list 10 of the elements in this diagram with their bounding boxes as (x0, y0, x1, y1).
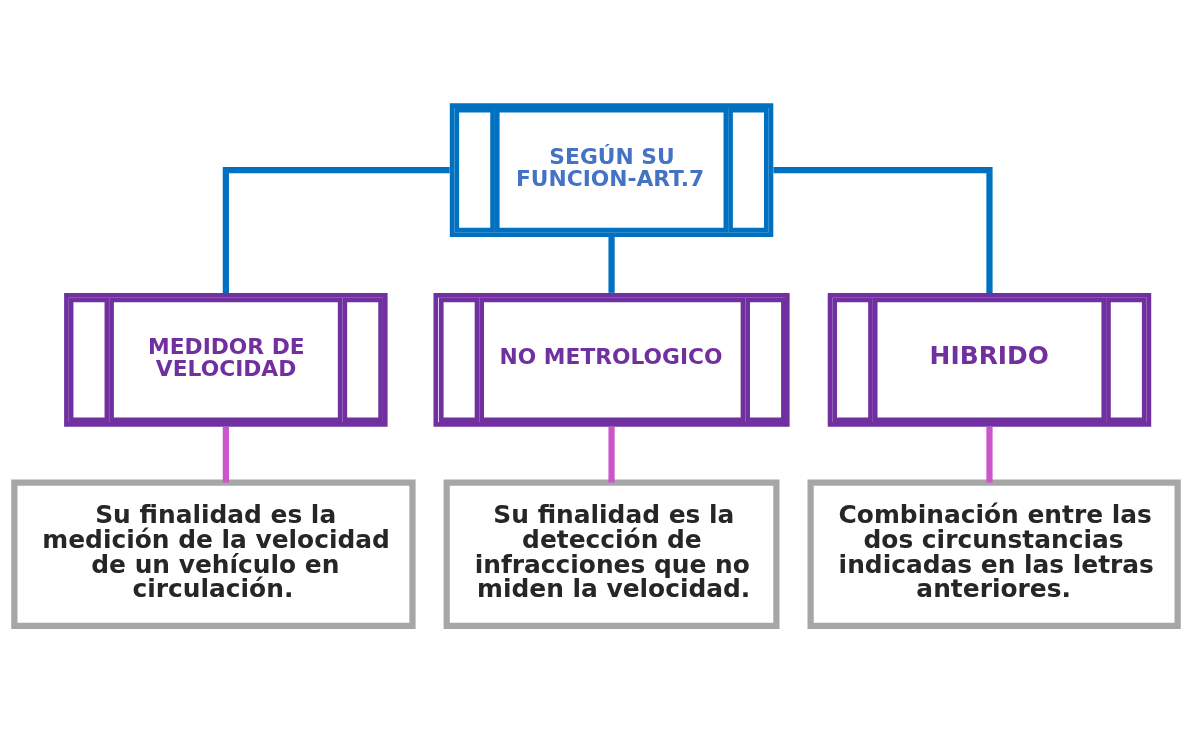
node-box: SEGÚN SU FUNCION-ART.7 (449, 103, 774, 237)
node-box: MEDIDOR DE VELOCIDAD (64, 292, 388, 427)
node-box: HIBRIDO (827, 292, 1152, 427)
node-box: Combinación entre las dos circunstancias indicadas en las letras anteriores. (807, 479, 1181, 629)
connector (608, 426, 615, 483)
connector (986, 426, 993, 483)
node-box: Su finalidad es la medición de la velocidad de un vehículo en circulación. (11, 479, 416, 629)
connector (222, 426, 229, 483)
node-box: NO METROLOGICO (433, 292, 790, 427)
node-box: Su finalidad es la detección de infracciones que no miden la velocidad. (443, 479, 780, 629)
